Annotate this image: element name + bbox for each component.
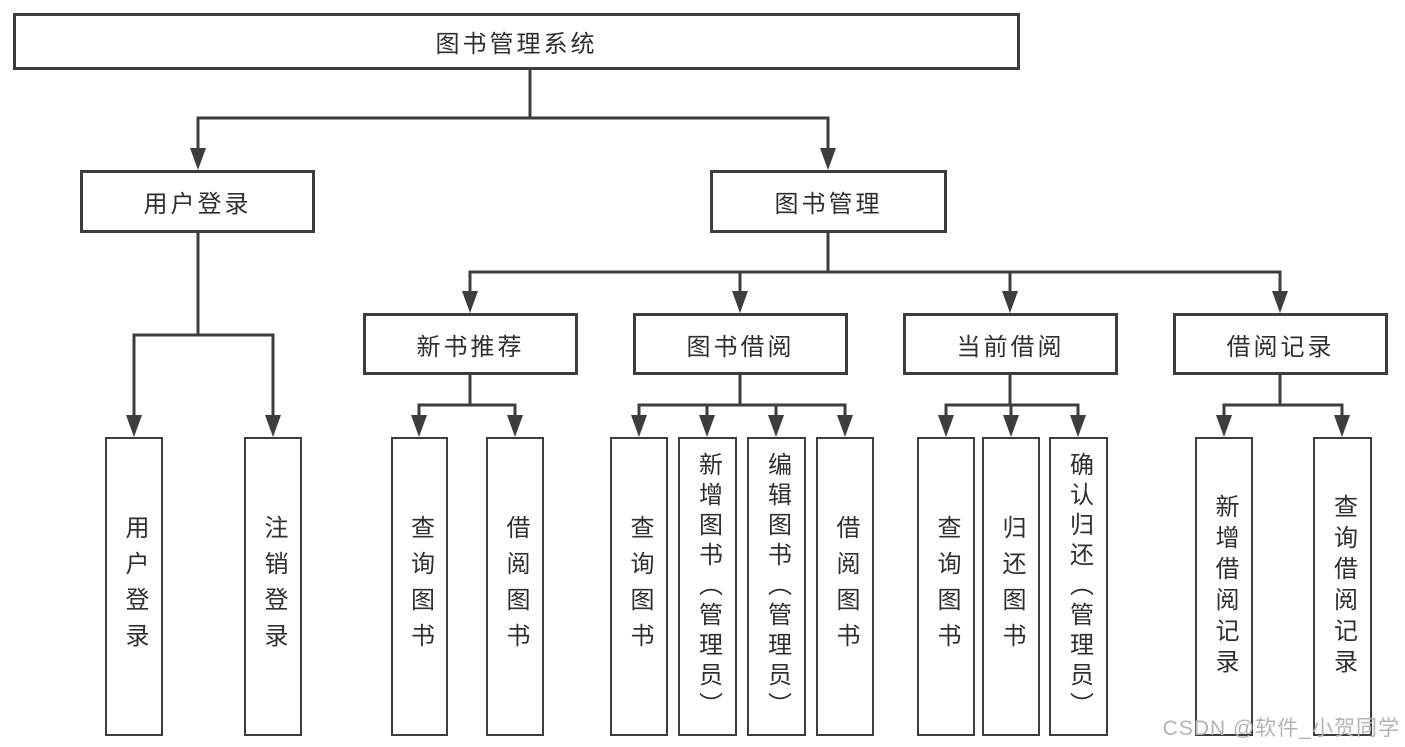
connector-new-book-to-leaves: [411, 375, 523, 437]
connector-book-borrow-to-leaves: [631, 375, 853, 437]
leaf-cb-return-books-label: 归还图书: [998, 514, 1025, 659]
leaf-nb-query-books-label: 查询图书: [406, 514, 434, 659]
leaf-br-add-record-label: 新增借阅记录: [1211, 493, 1238, 680]
node-current-borrowing-label: 当前借阅: [956, 333, 1065, 361]
node-user-login-label: 用户登录: [143, 191, 252, 218]
leaf-cb-query-books: 查询图书: [917, 437, 975, 736]
leaf-nb-borrow-books: 借阅图书: [486, 437, 544, 736]
leaf-nb-borrow-books-label: 借阅图书: [502, 514, 529, 659]
node-library-system: 图书管理系统: [13, 13, 1020, 70]
connector-book-mgmt-to-level3: [462, 233, 1288, 313]
connector-root-to-level2: [190, 70, 836, 170]
leaf-br-add-record: 新增借阅记录: [1195, 437, 1253, 736]
leaf-cb-confirm-return-admin: 确认归还（管理员）: [1049, 437, 1108, 736]
leaf-br-query-record-label: 查询借阅记录: [1329, 493, 1357, 680]
leaf-bb-borrow-books: 借阅图书: [816, 437, 874, 736]
leaf-bb-add-books-admin-label: 新增图书（管理员）: [694, 451, 722, 722]
leaf-user-login: 用户登录: [105, 437, 163, 736]
connector-borrow-record-to-leaves: [1216, 375, 1350, 437]
leaf-bb-edit-books-admin: 编辑图书（管理员）: [747, 437, 806, 736]
leaf-cb-confirm-return-admin-label: 确认归还（管理员）: [1065, 451, 1093, 722]
leaf-user-login-label: 用户登录: [121, 514, 148, 659]
node-current-borrowing: 当前借阅: [903, 313, 1118, 375]
leaf-logout: 注销登录: [244, 437, 302, 736]
node-book-management-label: 图书管理: [774, 191, 883, 218]
leaf-bb-query-books: 查询图书: [610, 437, 668, 736]
node-book-borrowing-label: 图书借阅: [686, 333, 795, 361]
node-book-borrowing: 图书借阅: [633, 313, 848, 375]
connector-current-borrow-to-leaves: [938, 375, 1086, 437]
leaf-bb-query-books-label: 查询图书: [626, 514, 653, 659]
node-user-login: 用户登录: [80, 170, 315, 233]
leaf-bb-borrow-books-label: 借阅图书: [832, 514, 859, 659]
csdn-watermark: CSDN @软件_小贺同学: [1162, 717, 1400, 740]
leaf-cb-return-books: 归还图书: [982, 437, 1040, 736]
leaf-nb-query-books: 查询图书: [391, 437, 448, 736]
connector-user-login-to-leaves: [126, 233, 281, 437]
node-new-book-recommend: 新书推荐: [363, 313, 578, 375]
node-new-book-recommend-label: 新书推荐: [416, 333, 525, 361]
leaf-cb-query-books-label: 查询图书: [933, 514, 960, 659]
leaf-br-query-record: 查询借阅记录: [1313, 437, 1372, 736]
node-book-management: 图书管理: [710, 170, 947, 233]
node-borrowing-records-label: 借阅记录: [1226, 333, 1335, 361]
leaf-logout-label: 注销登录: [260, 514, 287, 659]
node-borrowing-records: 借阅记录: [1173, 313, 1388, 375]
node-library-system-label: 图书管理系统: [435, 31, 598, 58]
leaf-bb-add-books-admin: 新增图书（管理员）: [678, 437, 737, 736]
leaf-bb-edit-books-admin-label: 编辑图书（管理员）: [763, 451, 791, 722]
